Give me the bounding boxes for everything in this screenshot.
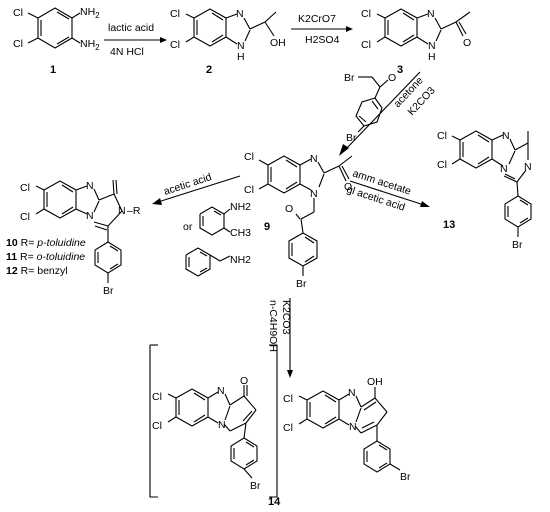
compound-13: Cl Cl N N N Br 13	[437, 130, 532, 251]
condition-label: n-C4H9OH	[267, 300, 279, 352]
cl-atom: Cl	[170, 8, 180, 20]
o-atom: O	[463, 37, 471, 49]
n-atom: N	[524, 161, 532, 173]
n-atom: N	[217, 385, 225, 397]
n-atom: N	[236, 8, 244, 20]
compound-1: Cl Cl NH2 NH2 1	[13, 6, 100, 76]
compound-2: Cl Cl N N H OH 2	[170, 8, 286, 76]
cl-atom: Cl	[437, 130, 447, 142]
condition-label: H2SO4	[305, 34, 340, 46]
condition-label: lactic acid	[108, 22, 154, 34]
condition-label: 4N HCl	[110, 46, 144, 58]
n-atom: N	[86, 210, 94, 222]
n-atom: N	[118, 205, 126, 217]
reagent-label: CH3	[230, 227, 251, 239]
cl-atom: Cl	[244, 151, 254, 163]
phenacyl-bromide-reagent: Br O Br	[344, 72, 396, 144]
cl-atom: Cl	[244, 184, 254, 196]
o-atom: O	[240, 375, 248, 387]
compound-number: 1	[50, 64, 56, 76]
reagent-label: NH2	[230, 254, 251, 266]
br-atom: Br	[103, 285, 114, 297]
amine-label: NH2	[80, 38, 100, 52]
n-atom: N	[218, 419, 226, 431]
r-group-legend: 10 R= p-toluidine 11 R= o-toluidine 12 R…	[6, 237, 86, 277]
compound-number: 3	[397, 64, 403, 76]
compound-number: 9	[264, 221, 270, 233]
cl-atom: Cl	[283, 422, 293, 434]
compound-number: 2	[206, 64, 212, 76]
cl-atom: Cl	[20, 182, 30, 194]
cl-atom: Cl	[283, 393, 293, 405]
r-group: –R	[127, 205, 141, 217]
br-atom: Br	[296, 278, 307, 290]
compound-number: 13	[443, 219, 455, 231]
br-atom: Br	[346, 132, 357, 144]
n-atom: N	[310, 153, 318, 165]
n-atom: N	[348, 387, 356, 399]
oh-group: OH	[270, 37, 286, 49]
compounds-10-12: Cl Cl N N N –R Br	[20, 179, 141, 297]
amine-label: NH2	[80, 6, 100, 20]
n-atom: N	[237, 40, 245, 52]
condition-label: or	[183, 221, 193, 233]
h-atom: H	[237, 51, 245, 63]
compound-14-keto: Cl Cl N N O Br	[149, 344, 278, 498]
oh-group: OH	[367, 376, 383, 388]
n-atom: N	[349, 421, 357, 433]
reaction-arrow-2: K2CrO7 H2SO4	[291, 13, 353, 46]
n-atom: N	[500, 163, 508, 175]
reaction-arrow-1: lactic acid 4N HCl	[104, 22, 167, 58]
n-atom: N	[86, 180, 94, 192]
cl-atom: Cl	[152, 420, 162, 432]
cl-atom: Cl	[170, 39, 180, 51]
compound-number: 14	[268, 496, 281, 508]
cl-atom: Cl	[152, 391, 162, 403]
r-group-entry: 10 R= p-toluidine	[6, 237, 86, 249]
reaction-arrow-4: amm acetate gl acetic acid	[345, 167, 430, 214]
br-atom: Br	[344, 72, 355, 84]
compound-3: Cl Cl N N H O 3	[361, 8, 471, 76]
cl-atom: Cl	[13, 7, 23, 19]
r-group-entry: 11 R= o-toluidine	[6, 251, 85, 263]
condition-label: acetic acid	[162, 171, 213, 198]
cl-atom: Cl	[437, 159, 447, 171]
compound-14-enol: Cl Cl N N OH Br 14	[268, 376, 411, 508]
n-atom: N	[502, 130, 510, 142]
cl-atom: Cl	[361, 39, 371, 51]
n-atom: N	[428, 40, 436, 52]
br-atom: Br	[512, 239, 523, 251]
r-group-entry: 12 R= benzyl	[6, 265, 68, 277]
reaction-arrow-5: acetic acid or NH2 CH3 NH2	[152, 171, 251, 277]
condition-label: K2CrO7	[298, 13, 336, 25]
br-atom: Br	[250, 480, 261, 492]
cl-atom: Cl	[361, 8, 371, 20]
condition-label: K2CO3	[280, 300, 292, 335]
o-atom: O	[388, 72, 396, 84]
reaction-arrow-6: K2CO3 n-C4H9OH	[267, 298, 293, 378]
br-atom: Br	[400, 471, 411, 483]
cl-atom: Cl	[20, 211, 30, 223]
n-atom: N	[427, 8, 435, 20]
reagent-label: NH2	[230, 201, 251, 213]
o-atom: O	[344, 181, 352, 193]
o-atom: O	[285, 203, 293, 215]
cl-atom: Cl	[13, 38, 23, 50]
h-atom: H	[428, 51, 436, 63]
compound-9: Cl Cl N N O O Br 9	[244, 151, 353, 290]
n-atom: N	[310, 188, 318, 200]
